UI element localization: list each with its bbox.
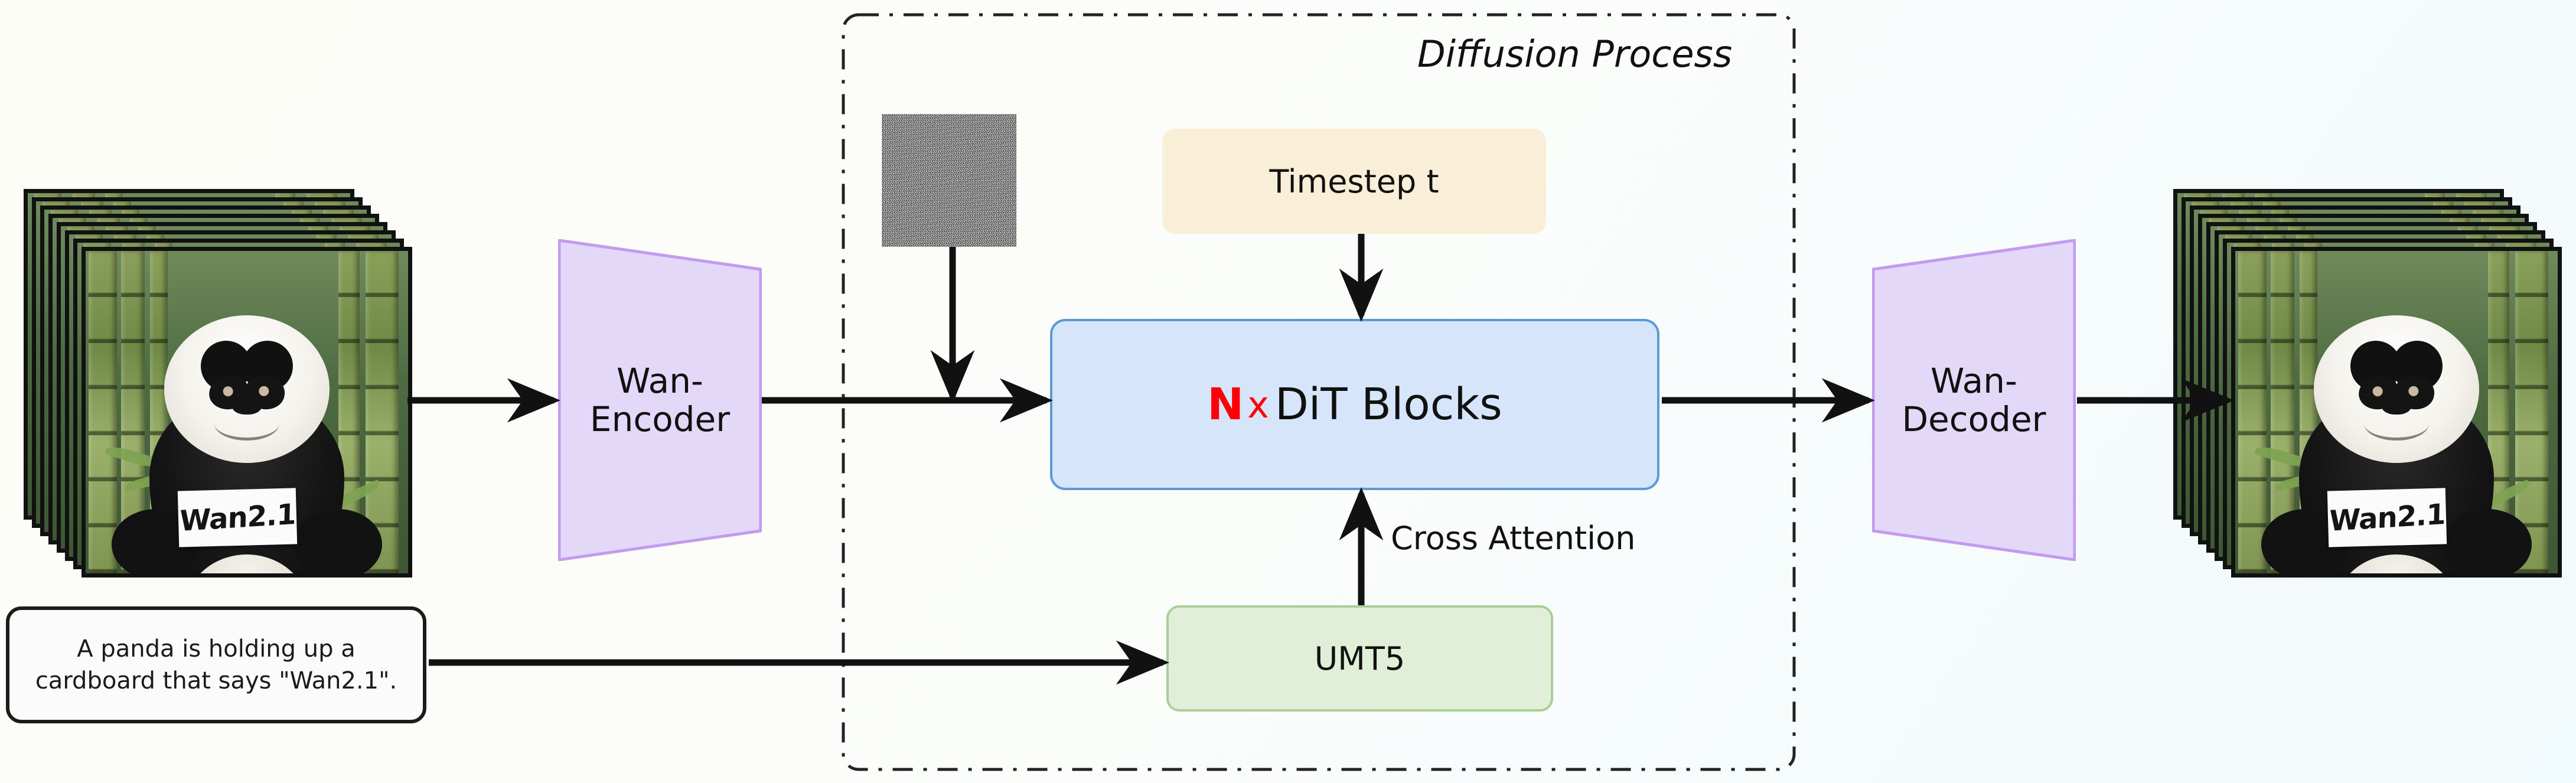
prompt-text-box[interactable]: A panda is holding up a cardboard that s… (6, 606, 426, 723)
video-frame-front: Wan2.1 (2231, 247, 2562, 578)
timestep-node[interactable]: Timestep t (1162, 129, 1546, 234)
prompt-text: A panda is holding up a cardboard that s… (35, 635, 397, 694)
noise-latent-patch (882, 114, 1016, 247)
umt5-label: UMT5 (1314, 640, 1406, 677)
dit-multiplier: x (1247, 383, 1269, 426)
dit-blocks-label: DiT Blocks (1274, 379, 1502, 430)
cross-attention-label: Cross Attention (1391, 520, 1636, 557)
diffusion-process-label: Diffusion Process (1417, 32, 1733, 76)
panda-head (2314, 315, 2479, 464)
dit-count: N (1207, 379, 1244, 430)
panda-head (164, 315, 330, 464)
dit-blocks-node[interactable]: N x DiT Blocks (1050, 319, 1659, 490)
video-frame-front: Wan2.1 (81, 247, 412, 578)
output-video-frame-stack: Wan2.1 (2173, 189, 2563, 579)
timestep-label: Timestep t (1269, 162, 1439, 200)
input-video-frame-stack: Wan2.1 (24, 189, 413, 579)
umt5-node[interactable]: UMT5 (1166, 605, 1553, 712)
